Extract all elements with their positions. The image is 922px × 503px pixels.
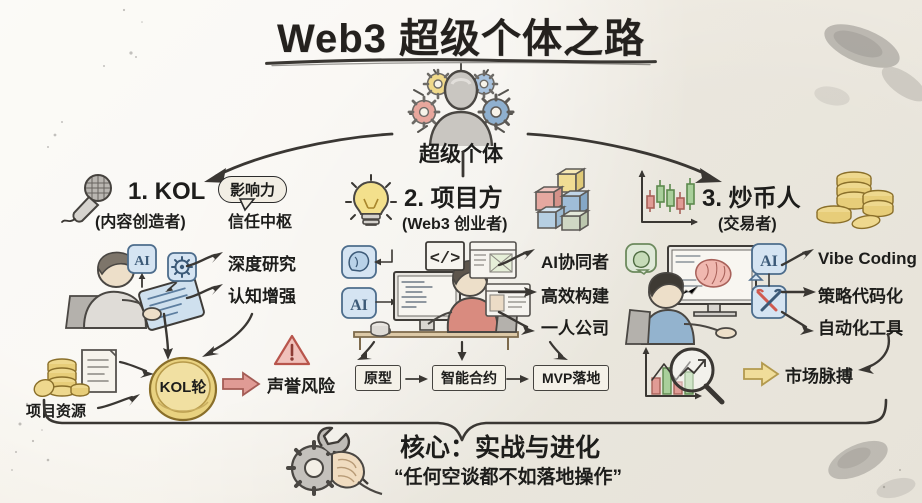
ai-badge-icon: AI <box>341 287 377 319</box>
core-quote: “任何空谈都不如落地操作” <box>393 467 622 488</box>
hero-figure <box>407 63 515 147</box>
column-2-outcome-2: 高效构建 <box>541 287 609 306</box>
kol-round-label: KOL轮 <box>159 379 207 396</box>
pipeline-step-2-label: 智能合约 <box>432 365 506 391</box>
svg-text:AI: AI <box>134 254 150 269</box>
coins-and-document-icon <box>33 349 117 398</box>
gear-icon-blue-small <box>469 69 499 99</box>
red-arrow-icon <box>222 371 261 397</box>
trader-at-computer-icon: AI <box>624 243 787 345</box>
pipeline-step-2: 智能合约 <box>432 365 506 391</box>
brain-head-icon <box>341 245 377 279</box>
page-title: Web3 超级个体之路 <box>276 17 646 61</box>
kol-round-coin-icon <box>148 356 218 422</box>
svg-text:AI: AI <box>760 253 778 270</box>
arrow-outcome-3-2 <box>780 287 816 297</box>
bottom-bracket <box>42 398 888 442</box>
lightbulb-icon <box>345 174 397 226</box>
arrow-outcome-2-2 <box>497 287 537 297</box>
arrow-to-trader <box>526 132 722 183</box>
gear-icon-red <box>407 95 441 129</box>
arrow-outcome-3-3 <box>780 310 814 335</box>
pipeline-step-1-label: 原型 <box>355 365 401 391</box>
ai-badge-icon: AI <box>748 243 787 281</box>
column-2-outcome-1: AI协同者 <box>541 253 609 272</box>
arrow-outcome-1-1 <box>185 252 223 268</box>
pipeline-step-3: MVP落地 <box>533 365 610 391</box>
column-2-outcome-3: 一人公司 <box>541 319 609 338</box>
candlestick-chart-icon <box>638 170 698 226</box>
column-1-outcome-2: 认知增强 <box>228 287 296 306</box>
svg-text:AI: AI <box>350 297 368 314</box>
developer-at-desk-icon: AI </> <box>341 241 531 350</box>
arrow-outcome-3-1 <box>780 249 814 267</box>
person-with-tablet-icon <box>64 251 205 331</box>
column-3-heading: 3. 炒币人 <box>702 185 801 212</box>
arrows-into-kol-round <box>162 312 254 360</box>
title-underline <box>265 58 657 67</box>
speech-bubble-tail <box>238 198 256 212</box>
hero-label: 超级个体 <box>419 143 503 166</box>
svg-text:</>: </> <box>430 250 461 269</box>
column-3-outcome-1: Vibe Coding <box>818 249 917 268</box>
pipeline-arrow-1 <box>405 375 428 383</box>
arrow-to-project <box>461 150 465 178</box>
column-2-heading: 2. 项目方 <box>404 185 503 212</box>
column-3-flow-label: 市场脉搏 <box>785 367 853 386</box>
kol-tool-icons: AI <box>127 244 197 292</box>
gear-icon-blue-large <box>477 93 515 131</box>
code-window-icon: </> <box>425 241 465 271</box>
core-title: 核心：实战与进化 <box>399 434 600 462</box>
column-1-outcome-1: 深度研究 <box>228 255 296 274</box>
pipeline-arrow-2 <box>506 375 529 383</box>
yellow-arrow-icon <box>743 361 780 387</box>
tools-icon <box>751 285 787 319</box>
column-1-subheading: (内容创造者) <box>95 214 186 231</box>
column-2-subheading: (Web3 创业者) <box>402 216 508 233</box>
column-3-outcome-3: 自动化工具 <box>818 319 903 338</box>
column-1-heading: 1. KOL <box>128 178 206 205</box>
column-1-risk-label: 声誉风险 <box>267 377 335 396</box>
arrow-into-market-pulse <box>858 332 891 374</box>
arrow-outcome-2-3 <box>497 310 535 335</box>
brain-bubble-icon <box>625 243 657 276</box>
pipeline-step-1: 原型 <box>355 365 401 391</box>
gear-icon <box>167 252 197 282</box>
pipeline-step-3-label: MVP落地 <box>533 365 610 391</box>
arrows-into-pipeline <box>357 340 568 361</box>
building-blocks-icon <box>533 167 591 232</box>
arrow-to-kol-round-lower <box>96 394 140 410</box>
trust-hub-caption: 信任中枢 <box>228 214 293 231</box>
coin-stacks-icon <box>816 171 894 230</box>
magnifier-over-chart-icon <box>642 347 725 405</box>
column-3-subheading: (交易者) <box>718 216 777 233</box>
browser-window-icon <box>469 241 517 279</box>
ai-badge-icon: AI <box>127 244 157 274</box>
arrow-outcome-2-1 <box>497 249 535 267</box>
person-silhouette-icon <box>428 69 494 147</box>
warning-triangle-icon <box>273 334 311 366</box>
microphone-icon <box>61 174 112 223</box>
hand-holding-wrench-gear-icon <box>286 426 383 496</box>
arrow-doc-to-kol-round <box>118 360 154 378</box>
column-3-outcome-2: 策略代码化 <box>818 287 903 306</box>
pencil-smudge-top-right <box>814 24 922 106</box>
arrow-outcome-1-2 <box>185 284 223 300</box>
column-1-source-label: 项目资源 <box>26 403 87 420</box>
